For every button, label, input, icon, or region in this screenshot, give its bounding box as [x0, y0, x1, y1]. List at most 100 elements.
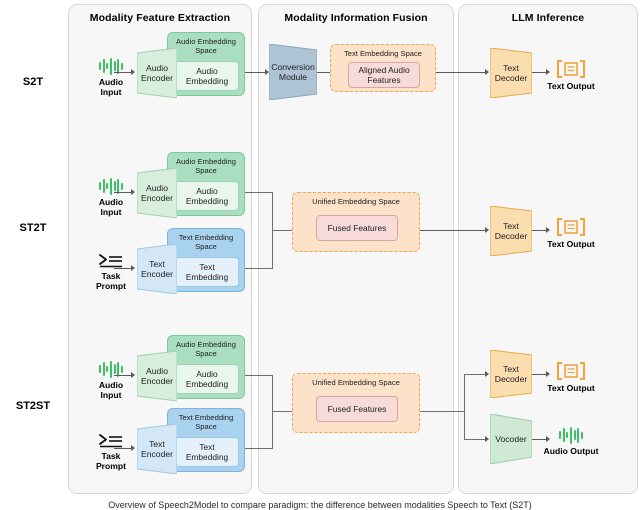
st2st-fused-features-chip: Fused Features — [316, 396, 398, 422]
st2t-audio-embedding-label-2: Embedding — [185, 196, 229, 206]
st2t-text-decoder-label-2: Decoder — [494, 231, 528, 241]
st2t-text-embedding-chip: Text Embedding — [175, 257, 239, 287]
s2t-text-output: Text Output — [538, 58, 604, 91]
st2st-audio-embedding-chip: Audio Embedding — [175, 364, 239, 394]
arrowhead — [131, 189, 135, 195]
connector-st2st-prompt-encoder — [114, 448, 132, 449]
st2st-text-encoder-label-1: Text — [149, 438, 165, 449]
trapezoid-shape — [490, 206, 532, 256]
connector-st2st-split-to-decoder — [464, 374, 487, 375]
s2t-audio-embedding-space-label-1: Audio Embedding — [176, 37, 236, 46]
s2t-text-decoder-label-1: Text — [503, 62, 519, 73]
st2t-text-decoder: Text Decoder — [490, 206, 532, 256]
connector-st2st-split-vertical — [464, 374, 465, 440]
prompt-glyph — [99, 254, 122, 268]
text-document-icon — [538, 58, 604, 80]
st2t-text-embedding-space-label-1: Text Embedding — [178, 233, 234, 242]
arrowhead — [131, 69, 135, 75]
prompt-glyph — [99, 434, 122, 448]
audio-waveform-icon — [78, 359, 144, 379]
text-output-glyph — [557, 218, 585, 236]
st2st-task-prompt-label-2: Prompt — [95, 461, 127, 472]
s2t-audio-embedding-label-2: Embedding — [185, 76, 229, 86]
st2t-audio-encoder-label-1: Audio — [146, 182, 168, 193]
connector-st2st-text-merge — [245, 448, 273, 449]
panel-llm-inference: LLM Inference — [458, 4, 638, 494]
connector-s2t-features-decoder — [436, 72, 487, 73]
st2st-audio-embedding-space-label-2: Space — [195, 349, 217, 359]
connector-st2t-fused-decoder — [420, 230, 487, 231]
trapezoid-shape — [137, 48, 177, 98]
connector-st2st-decoder-output — [532, 374, 547, 375]
s2t-audio-encoder-label-2: Encoder — [140, 73, 173, 83]
st2t-audio-embedding-chip: Audio Embedding — [175, 181, 239, 211]
connector-st2t-audio-merge — [245, 192, 273, 193]
st2st-text-decoder: Text Decoder — [490, 350, 532, 398]
trapezoid-shape — [490, 48, 532, 98]
connector-st2st-merge-vertical — [272, 375, 273, 449]
text-output-glyph — [557, 60, 585, 78]
audio-waveform-icon — [78, 176, 144, 196]
st2st-audio-embedding-space: Audio Embedding Space Audio Embedding — [167, 335, 245, 399]
s2t-conversion-module-label-2: Module — [278, 72, 308, 82]
st2st-audio-encoder-label-2: Encoder — [140, 376, 173, 386]
row-label-st2t: ST2T — [19, 222, 47, 234]
s2t-conversion-module-label-1: Conversion — [271, 61, 315, 72]
st2st-audio-input-label-2: Input — [100, 390, 122, 401]
arrowhead — [546, 227, 550, 233]
s2t-text-output-label: Text Output — [547, 81, 595, 91]
st2st-fused-features-label: Fused Features — [327, 403, 387, 414]
arrowhead — [485, 69, 489, 75]
s2t-aligned-audio-features-chip: Aligned Audio Features — [348, 62, 420, 88]
st2st-vocoder-label: Vocoder — [495, 433, 527, 444]
text-document-icon — [538, 216, 604, 238]
st2t-audio-embedding-space-label-1: Audio Embedding — [176, 157, 236, 166]
arrowhead — [485, 436, 489, 442]
st2t-text-embedding-space-label-2: Space — [195, 242, 217, 252]
st2st-text-embedding-space-label-1: Text Embedding — [178, 413, 234, 422]
row-label-st2st: ST2ST — [15, 400, 51, 412]
trapezoid-shape — [137, 244, 177, 294]
st2t-text-encoder-label-1: Text — [149, 258, 165, 269]
arrowhead — [131, 265, 135, 271]
terminal-prompt-icon — [78, 430, 144, 450]
st2t-text-output-label: Text Output — [547, 239, 595, 249]
s2t-audio-input: Audio Input — [78, 56, 144, 98]
st2t-unified-embedding-space: Unified Embedding Space Fused Features — [292, 192, 420, 252]
st2t-text-embedding-label-1: Text — [199, 261, 215, 272]
st2st-task-prompt-label-1: Task — [101, 451, 121, 461]
panel-title-feature-extraction: Modality Feature Extraction — [89, 12, 231, 24]
connector-st2st-audio-merge — [245, 375, 273, 376]
connector-st2st-vocoder-output — [532, 439, 547, 440]
s2t-audio-encoder-label-1: Audio — [146, 62, 168, 73]
st2st-audio-encoder: Audio Encoder — [137, 351, 177, 401]
text-document-icon — [538, 360, 604, 382]
s2t-audio-input-label-2: Input — [100, 87, 122, 98]
st2st-text-embedding-space-label-2: Space — [195, 422, 217, 432]
st2t-text-embedding-label-2: Embedding — [185, 272, 229, 282]
st2t-audio-input-label-1: Audio — [98, 197, 124, 207]
s2t-aligned-audio-features-label-1: Aligned Audio — [358, 64, 410, 75]
arrowhead — [131, 445, 135, 451]
st2t-text-encoder: Text Encoder — [137, 244, 177, 294]
st2t-audio-input: Audio Input — [78, 176, 144, 218]
st2st-audio-embedding-label-1: Audio — [196, 368, 218, 379]
s2t-text-decoder-label-2: Decoder — [494, 73, 528, 83]
connector-s2t-embedding-conversion — [245, 72, 267, 73]
st2st-vocoder: Vocoder — [490, 414, 532, 464]
terminal-prompt-icon — [78, 250, 144, 270]
connector-st2st-split-to-vocoder — [464, 439, 487, 440]
st2t-audio-embedding-space: Audio Embedding Space Audio Embedding — [167, 152, 245, 216]
st2t-task-prompt-label-2: Prompt — [95, 281, 127, 292]
st2t-unified-embedding-space-label: Unified Embedding Space — [312, 197, 400, 206]
arrowhead — [485, 227, 489, 233]
trapezoid-shape — [137, 424, 177, 474]
s2t-text-embedding-space: Text Embedding Space Aligned Audio Featu… — [330, 44, 436, 92]
connector-st2t-decoder-output — [532, 230, 547, 231]
st2st-unified-embedding-space: Unified Embedding Space Fused Features — [292, 373, 420, 433]
st2t-text-encoder-label-2: Encoder — [140, 269, 173, 279]
connector-s2t-decoder-output — [532, 72, 547, 73]
arrowhead — [546, 371, 550, 377]
s2t-text-embedding-space-label: Text Embedding Space — [343, 49, 423, 58]
s2t-aligned-audio-features-label-2: Features — [367, 75, 401, 85]
